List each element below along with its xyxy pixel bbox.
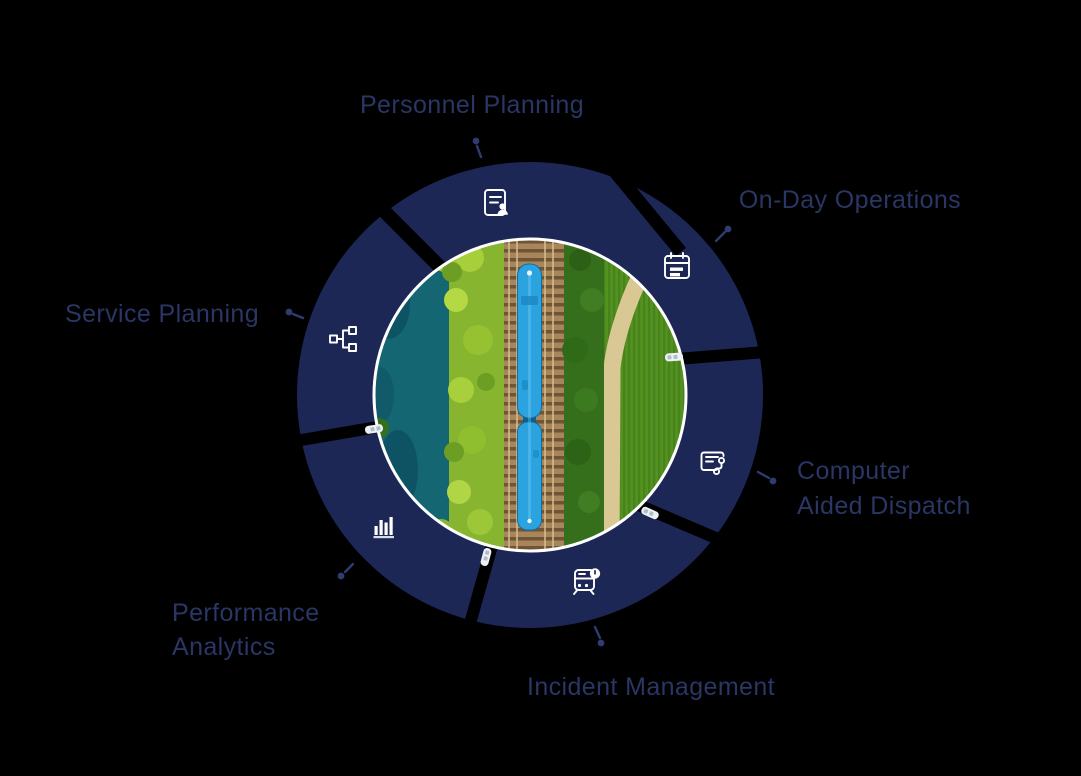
segment-label-service-planning: Service Planning [65, 297, 259, 331]
leader-on-day-operations [714, 225, 732, 243]
label-text: On-Day Operations [738, 186, 962, 214]
label-text: Personnel Planning [359, 91, 585, 119]
mini-train-icon [641, 506, 659, 520]
bar-chart-icon [373, 517, 394, 539]
mini-train-icon [364, 424, 384, 434]
mini-trains [364, 352, 684, 566]
leader-incident-management [593, 625, 605, 647]
label-text: Analytics [172, 633, 276, 661]
segment-label-incident-management: Incident Management [527, 670, 775, 704]
train-alert-icon [573, 568, 601, 595]
label-text: Computer [797, 457, 910, 485]
label-text: Incident Management [526, 673, 776, 701]
label-text: Aided Dispatch [797, 492, 971, 520]
mini-train-icon [480, 548, 492, 566]
document-person-icon [484, 189, 508, 216]
gap-bottomright [633, 498, 775, 568]
segment-label-performance-analytics: Performance Analytics [172, 596, 320, 664]
label-text: Service Planning [65, 300, 260, 328]
calendar-icon [664, 252, 690, 279]
mini-train-icon [664, 352, 684, 362]
document-flow-icon [700, 451, 726, 476]
leader-personnel-planning [472, 137, 483, 159]
label-text: Performance [172, 599, 320, 627]
segment-label-personnel-planning: Personnel Planning [360, 88, 584, 122]
branch-network-icon [329, 326, 357, 352]
leader-lines [285, 137, 777, 647]
gap-topright [595, 150, 687, 257]
leader-service-planning [285, 308, 305, 320]
train [517, 263, 542, 531]
leader-performance-analytics [337, 562, 355, 580]
leader-computer-aided-dispatch [756, 470, 777, 485]
segment-label-on-day-operations: On-Day Operations [739, 183, 961, 217]
segment-label-computer-aided-dispatch: Computer Aided Dispatch [797, 454, 971, 524]
